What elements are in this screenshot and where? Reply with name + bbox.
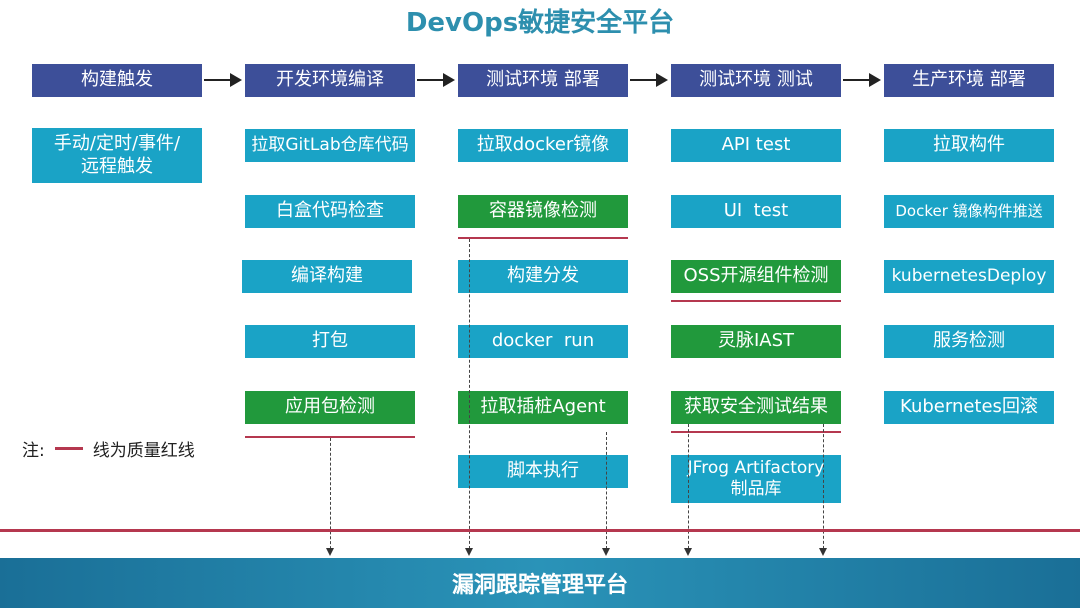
- step-docker-push: Docker 镜像构件推送: [884, 195, 1054, 228]
- quality-redline: [671, 431, 841, 433]
- step-service-check: 服务检测: [884, 325, 1054, 358]
- step-docker-run: docker run: [458, 325, 628, 358]
- legend-prefix: 注:: [22, 441, 45, 461]
- step-k8s-deploy: kubernetesDeploy: [884, 260, 1054, 293]
- stage-dev-compile: 开发环境编译: [245, 64, 415, 97]
- trigger-line-1: 手动/定时/事件/: [53, 133, 181, 154]
- step-package-scan: 应用包检测: [245, 391, 415, 424]
- legend-text: 线为质量红线: [92, 441, 195, 461]
- vulnerability-platform-bar: 漏洞跟踪管理平台: [0, 558, 1080, 608]
- step-ui-test: UI test: [671, 195, 841, 228]
- stage-arrow: [417, 73, 455, 87]
- step-pull-artifact: 拉取构件: [884, 129, 1054, 162]
- step-image-scan: 容器镜像检测: [458, 195, 628, 228]
- stage-arrow: [843, 73, 881, 87]
- step-iast: 灵脉IAST: [671, 325, 841, 358]
- step-pull-docker-image: 拉取docker镜像: [458, 129, 628, 162]
- quality-redline-main: [0, 529, 1080, 532]
- dashed-arrow-down: [684, 424, 692, 556]
- step-run-script: 脚本执行: [458, 455, 628, 488]
- page-title: DevOps敏捷安全平台: [405, 8, 675, 38]
- step-jfrog-artifactory: JFrog Artifactory 制品库: [671, 455, 841, 503]
- step-oss-scan: OSS开源组件检测: [671, 260, 841, 293]
- dashed-arrow-down: [465, 239, 473, 556]
- quality-redline: [671, 300, 841, 302]
- step-api-test: API test: [671, 129, 841, 162]
- trigger-types: 手动/定时/事件/ 远程触发: [32, 128, 202, 183]
- quality-redline: [245, 436, 415, 438]
- stage-build-trigger: 构建触发: [32, 64, 202, 97]
- footer-label: 漏洞跟踪管理平台: [451, 573, 628, 598]
- step-package: 打包: [245, 325, 415, 358]
- legend-note: 注: 线为质量红线: [22, 436, 195, 461]
- stage-arrow: [204, 73, 242, 87]
- step-build-distribute: 构建分发: [458, 260, 628, 293]
- step-k8s-rollback: Kubernetes回滚: [884, 391, 1054, 424]
- stage-test-deploy: 测试环境 部署: [458, 64, 628, 97]
- dashed-arrow-down: [602, 432, 610, 556]
- dashed-arrow-down: [326, 438, 334, 556]
- step-pull-gitlab: 拉取GitLab仓库代码: [245, 129, 415, 162]
- stage-test-testing: 测试环境 测试: [671, 64, 841, 97]
- stage-prod-deploy: 生产环境 部署: [884, 64, 1054, 97]
- quality-redline: [458, 237, 628, 239]
- jfrog-line-2: 制品库: [730, 479, 782, 499]
- step-get-results: 获取安全测试结果: [671, 391, 841, 424]
- legend-redline-sample: [54, 447, 83, 450]
- stage-arrow: [630, 73, 668, 87]
- jfrog-line-1: JFrog Artifactory: [687, 457, 825, 478]
- trigger-line-2: 远程触发: [81, 155, 153, 177]
- step-pull-agent: 拉取插桩Agent: [458, 391, 628, 424]
- step-whitebox-check: 白盒代码检查: [245, 195, 415, 228]
- step-compile-build: 编译构建: [242, 260, 412, 293]
- dashed-arrow-down: [819, 424, 827, 556]
